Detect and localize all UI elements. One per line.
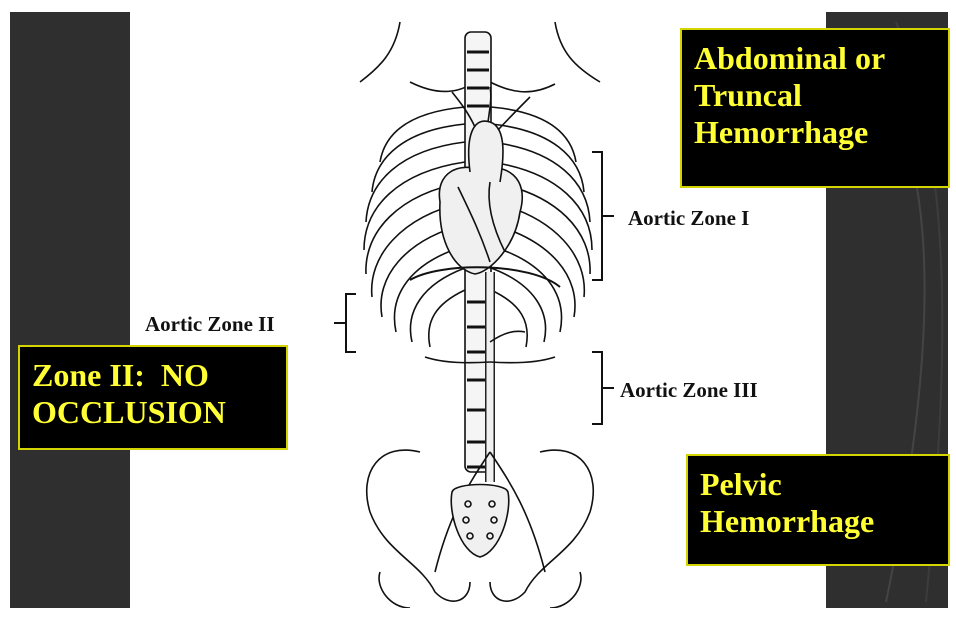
pelvic-hemorrhage-callout: Pelvic Hemorrhage	[686, 454, 950, 566]
callout-line: Truncal	[694, 77, 940, 114]
callout-line: OCCLUSION	[32, 394, 278, 431]
callout-line: Pelvic	[700, 466, 940, 503]
abdominal-hemorrhage-callout: Abdominal or Truncal Hemorrhage	[680, 28, 950, 188]
aortic-zone-2-label: Aortic Zone II	[145, 312, 275, 337]
zone2-bracket	[332, 292, 358, 356]
aortic-zone-1-label: Aortic Zone I	[628, 206, 749, 231]
left-dark-panel	[10, 12, 130, 608]
zone3-bracket	[590, 350, 620, 428]
callout-line: Zone II: NO	[32, 357, 278, 394]
callout-line: Hemorrhage	[700, 503, 940, 540]
callout-line: Abdominal or	[694, 40, 940, 77]
zone1-bracket	[590, 150, 620, 290]
zone2-no-occlusion-callout: Zone II: NO OCCLUSION	[18, 345, 288, 450]
callout-line: Hemorrhage	[694, 114, 940, 151]
aortic-zone-3-label: Aortic Zone III	[620, 378, 758, 403]
torso-skeleton-illustration	[340, 12, 620, 608]
